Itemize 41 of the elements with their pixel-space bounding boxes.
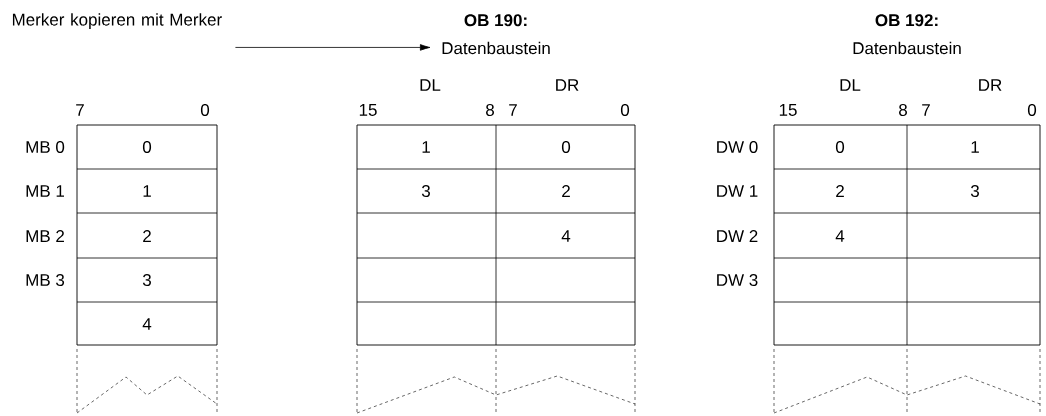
caption-text: Merker kopieren mit Merker (12, 13, 222, 30)
column-label: DR (979, 79, 1002, 91)
cell-value: 0 (835, 141, 845, 153)
bit-number: 8 (486, 104, 494, 116)
row-label: DW 1 (717, 185, 758, 197)
bit-number: 15 (359, 104, 377, 116)
bit-number: 7 (509, 104, 517, 116)
column-label: DR (556, 79, 579, 91)
cell-value: 3 (421, 185, 430, 197)
cell-value: 0 (561, 141, 571, 153)
bit-number: 7 (76, 104, 84, 116)
bit-number: 15 (779, 104, 797, 116)
row-label: MB 0 (26, 141, 65, 153)
row-label: DW 0 (717, 141, 758, 153)
row-label: DW 3 (717, 274, 758, 286)
cell-value: 1 (422, 141, 430, 153)
arrow (235, 44, 431, 51)
row-label: MB 1 (26, 185, 64, 197)
row-label: MB 3 (26, 274, 65, 286)
cell-value: 1 (971, 141, 979, 153)
row-label: MB 2 (26, 230, 64, 242)
cell-value: 3 (970, 185, 979, 197)
bit-number: 0 (200, 104, 210, 116)
block-heading: OB 190: Datenbaustein (442, 14, 550, 55)
block-heading: OB 192: Datenbaustein (853, 14, 961, 55)
bit-number: 0 (620, 104, 630, 116)
column-label: DL (420, 79, 441, 91)
bit-number: 0 (1027, 104, 1037, 116)
cell-value: 2 (143, 230, 151, 242)
row-label: DW 2 (717, 230, 758, 242)
cell-value: 3 (142, 274, 151, 286)
cell-value: 0 (142, 141, 152, 153)
cell-value: 2 (836, 185, 844, 197)
cell-value: 4 (142, 318, 152, 330)
cell-value: 2 (562, 185, 570, 197)
bit-number: 8 (899, 104, 907, 116)
column-label: DL (840, 79, 861, 91)
cell-value: 4 (561, 230, 571, 242)
bit-number: 7 (922, 104, 930, 116)
cell-value: 4 (835, 230, 845, 242)
cell-value: 1 (143, 185, 151, 197)
